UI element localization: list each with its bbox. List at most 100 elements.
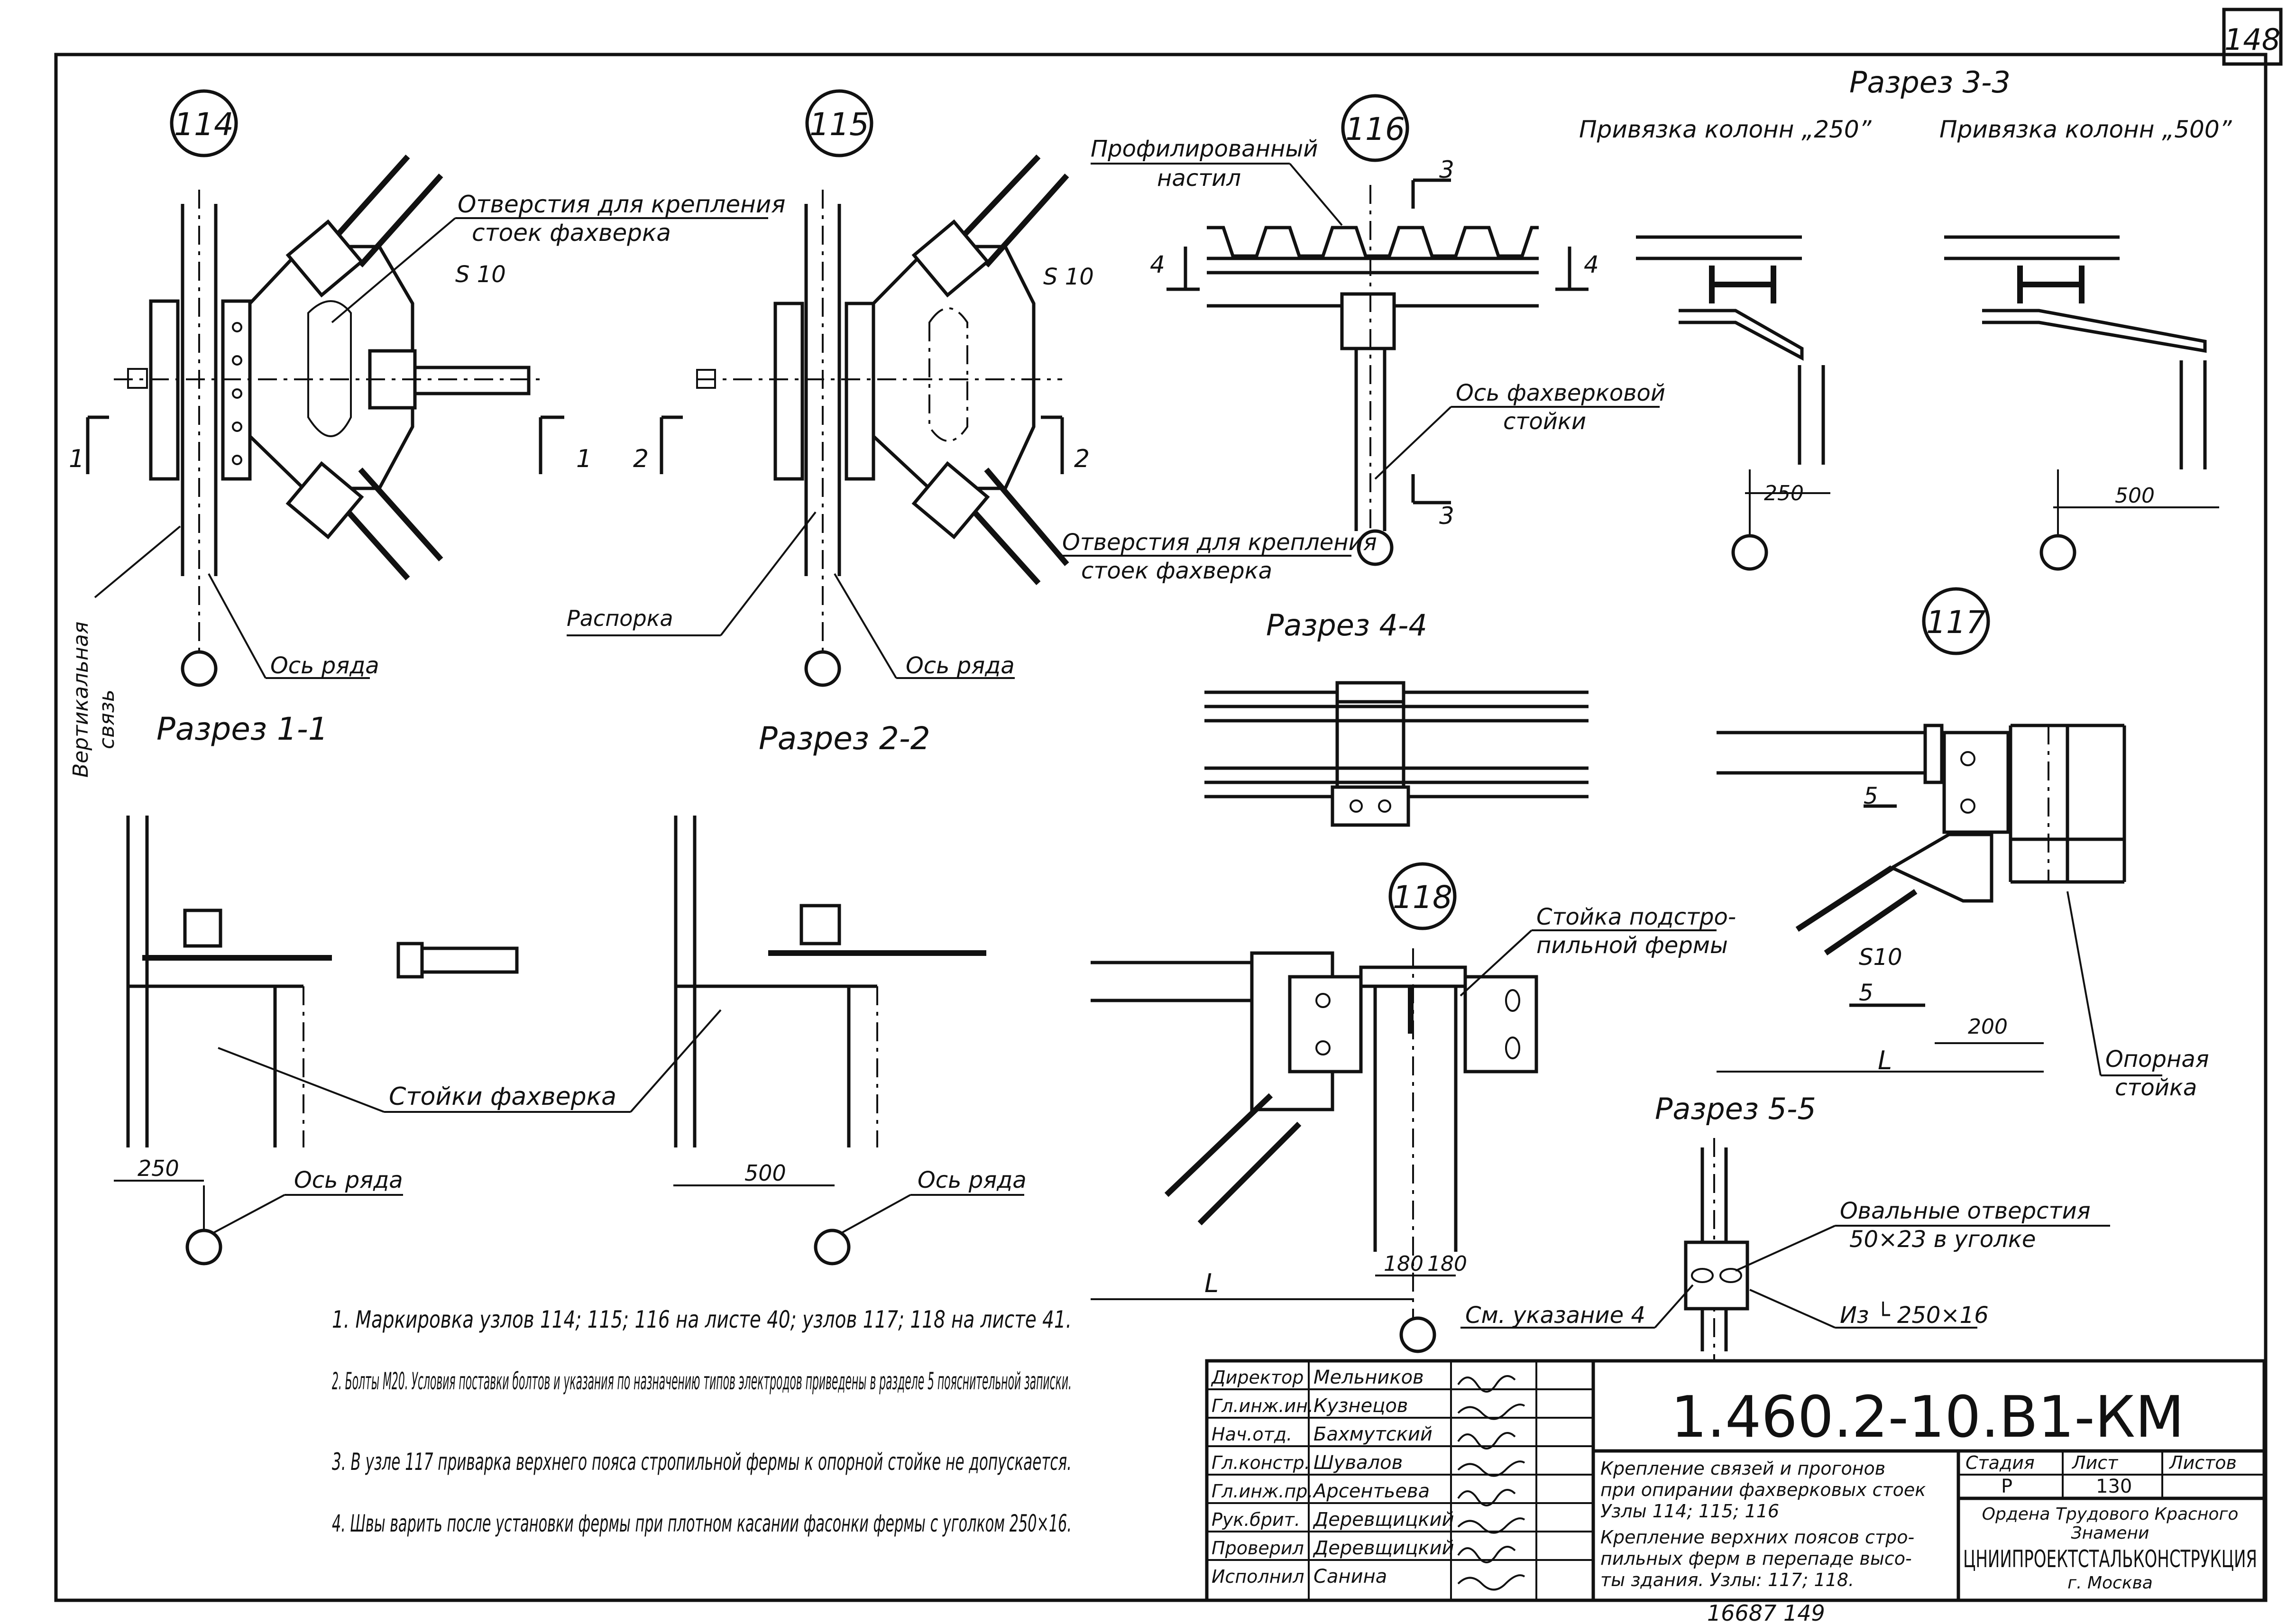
document-code: 1.460.2-10.В1-КМ (1671, 1385, 2185, 1450)
org-city: г. Москва (2067, 1573, 2153, 1593)
cut-mark-5-top: 5 (1864, 783, 1878, 809)
page-number: 148 (2224, 22, 2280, 57)
row-axis-114: Ось ряда (270, 652, 379, 679)
holes-label-115-line1: Отверстия для крепления (1062, 529, 1377, 556)
org-line1: Ордена Трудового Красного (1982, 1505, 2239, 1524)
node-118-label: 118 (1393, 879, 1452, 916)
description-line1: Крепление связей и прогонов (1600, 1458, 1885, 1479)
fachwerk-posts-label: Стойки фахверка (389, 1083, 616, 1111)
span-L-118: L (1204, 1268, 1219, 1298)
role-chief-project-engineer: Гл.инж.пр. (1212, 1481, 1313, 1502)
role-checked: Проверил (1212, 1538, 1304, 1559)
section-2-2-title: Разрез 2-2 (759, 720, 930, 757)
section-3-3: Разрез 3-3 Привязка колонн „250” Привязк… (1579, 65, 2232, 571)
cut-mark-5-bottom: 5 (1859, 980, 1874, 1006)
note-4: 4. Швы варить после установки фермы при … (332, 1510, 1072, 1537)
vertical-brace-label-1: Вертикальная (69, 622, 93, 778)
fach-axis-label-line2: стойки (1503, 408, 1586, 435)
role-head-dept: Нач.отд. (1212, 1424, 1292, 1445)
row-axis-section-2-2: Ось ряда (918, 1167, 1027, 1193)
notes-block: 1. Маркировка узлов 114; 115; 116 на лис… (332, 1306, 1072, 1537)
name-chief-engineer: Кузнецов (1313, 1395, 1408, 1417)
name-checked: Деревщицкий (1313, 1537, 1454, 1559)
plate-thickness-114: S 10 (455, 261, 506, 288)
dim-500-section-3-3: 500 (2115, 484, 2155, 508)
strut-label: Распорка (567, 606, 673, 631)
role-executed: Исполнил (1212, 1566, 1304, 1587)
node-115: 115 2 2 S 10 Ось ряда Распорка (567, 89, 1094, 687)
description-line2: при опирании фахверковых стоек (1600, 1479, 1926, 1500)
name-director: Мельников (1313, 1367, 1424, 1388)
dim-250-section-1-1: 250 (138, 1156, 179, 1181)
name-head-dept: Бахмутский (1313, 1423, 1433, 1445)
cut-mark-2-left: 2 (633, 445, 649, 473)
title-block: Директор Гл.инж.ин. Нач.отд. Гл.констр. … (1205, 1359, 2266, 1602)
note-3: 3. В узле 117 приварка верхнего пояса ст… (332, 1448, 1072, 1476)
section-3-3-title: Разрез 3-3 (1849, 65, 2011, 100)
span-L-117: L (1878, 1046, 1892, 1075)
dim-200: 200 (1968, 1015, 2008, 1039)
sub-truss-label-line2: пильной фермы (1536, 932, 1728, 959)
stage-label: Стадия (1965, 1452, 2035, 1473)
angle-label: Из └ 250×16 (1840, 1302, 1989, 1329)
holes-label-line2: стоек фахверка (472, 219, 671, 247)
section-5-5-title: Разрез 5-5 (1655, 1092, 1816, 1126)
tie-500-label: Привязка колонн „500” (1939, 116, 2232, 143)
fach-axis-label-line1: Ось фахверковой (1456, 380, 1665, 406)
dim-250-section-3-3: 250 (1764, 481, 1804, 505)
role-team-lead: Рук.брит. (1212, 1509, 1300, 1530)
deck-label-line1: Профилированный (1091, 136, 1318, 162)
org-line2: Знамени (2071, 1523, 2149, 1543)
holes-label-line1: Отверстия для крепления (458, 191, 785, 218)
holes-label-115-line2: стоек фахверка (1081, 558, 1272, 584)
stage-value: Р (2001, 1476, 2012, 1497)
left-plate-114 (149, 299, 180, 481)
name-team-lead: Деревщицкий (1313, 1509, 1454, 1531)
cut-mark-1-right: 1 (576, 445, 592, 473)
dim-180-right: 180 (1427, 1252, 1467, 1276)
support-post-label-line2: стойка (2115, 1074, 2197, 1101)
sub-truss-label-line1: Стойка подстро- (1536, 904, 1736, 930)
cut-mark-3-bottom: 3 (1439, 502, 1454, 530)
plate-thickness-115: S 10 (1043, 264, 1094, 290)
role-director: Директор (1211, 1367, 1304, 1388)
org-name: ЦНИИПРОЕКТСТАЛЬКОНСТРУКЦИЯ (1963, 1545, 2257, 1573)
node-118: 118 180 180 L Стойка подстро- пильной фе… (1091, 862, 1736, 1353)
description-line5: пильных ферм в перепаде высо- (1600, 1548, 1912, 1569)
description-line6: ты здания. Узлы: 117; 118. (1600, 1569, 1854, 1590)
node-116-label: 116 (1345, 111, 1405, 147)
oval-holes-label-line2: 50×23 в уголке (1849, 1226, 2036, 1253)
note-2: 2. Болты М20. Условия поставки болтов и … (332, 1367, 1072, 1395)
cut-mark-4-left: 4 (1150, 251, 1165, 278)
section-1-1: Разрез 1-1 250 Ось ряда (114, 711, 519, 1266)
sheets-label: Листов (2168, 1452, 2237, 1473)
sheet-label: Лист (2071, 1452, 2119, 1473)
plate-thickness-117: S10 (1859, 944, 1902, 971)
node-114-marker (170, 89, 238, 157)
node-117-label: 117 (1926, 604, 1986, 641)
support-post-label-line1: Опорная (2105, 1046, 2209, 1073)
section-5-5: Разрез 5-5 Овальные отверстия 50×23 в уг… (1460, 1092, 2110, 1361)
dim-180-left: 180 (1384, 1252, 1424, 1276)
name-executed: Санина (1313, 1566, 1387, 1587)
oval-holes-label-line1: Овальные отверстия (1840, 1198, 2091, 1224)
node-115-label: 115 (809, 106, 869, 143)
cut-mark-2-right: 2 (1074, 445, 1090, 473)
section-4-4: Разрез 4-4 (1204, 608, 1589, 827)
see-note-label: См. указание 4 (1465, 1302, 1645, 1329)
section-2-2: Разрез 2-2 500 Ось ряда (673, 720, 1027, 1266)
signatures (1457, 1375, 1525, 1591)
description-line3: Узлы 114; 115; 116 (1600, 1501, 1779, 1522)
node-114: 114 1 1 S 10 Ось ряда Вер (69, 89, 592, 778)
deck-label-line2: настил (1157, 165, 1241, 192)
tie-250-label: Привязка колонн „250” (1579, 116, 1872, 143)
cut-mark-1-left: 1 (69, 445, 84, 473)
node-116: 116 Профилированный настил 3 3 4 4 Ось ф… (1091, 94, 1665, 566)
cut-mark-4-right: 4 (1584, 251, 1599, 278)
description-line4: Крепление верхних поясов стро- (1600, 1527, 1914, 1548)
node-114-label: 114 (174, 106, 234, 143)
name-chief-project-engineer: Арсентьева (1312, 1480, 1430, 1502)
row-axis-section-1-1: Ось ряда (294, 1167, 403, 1193)
node-117: 117 5 S10 5 200 L Опорная стойка (1717, 587, 2209, 1101)
